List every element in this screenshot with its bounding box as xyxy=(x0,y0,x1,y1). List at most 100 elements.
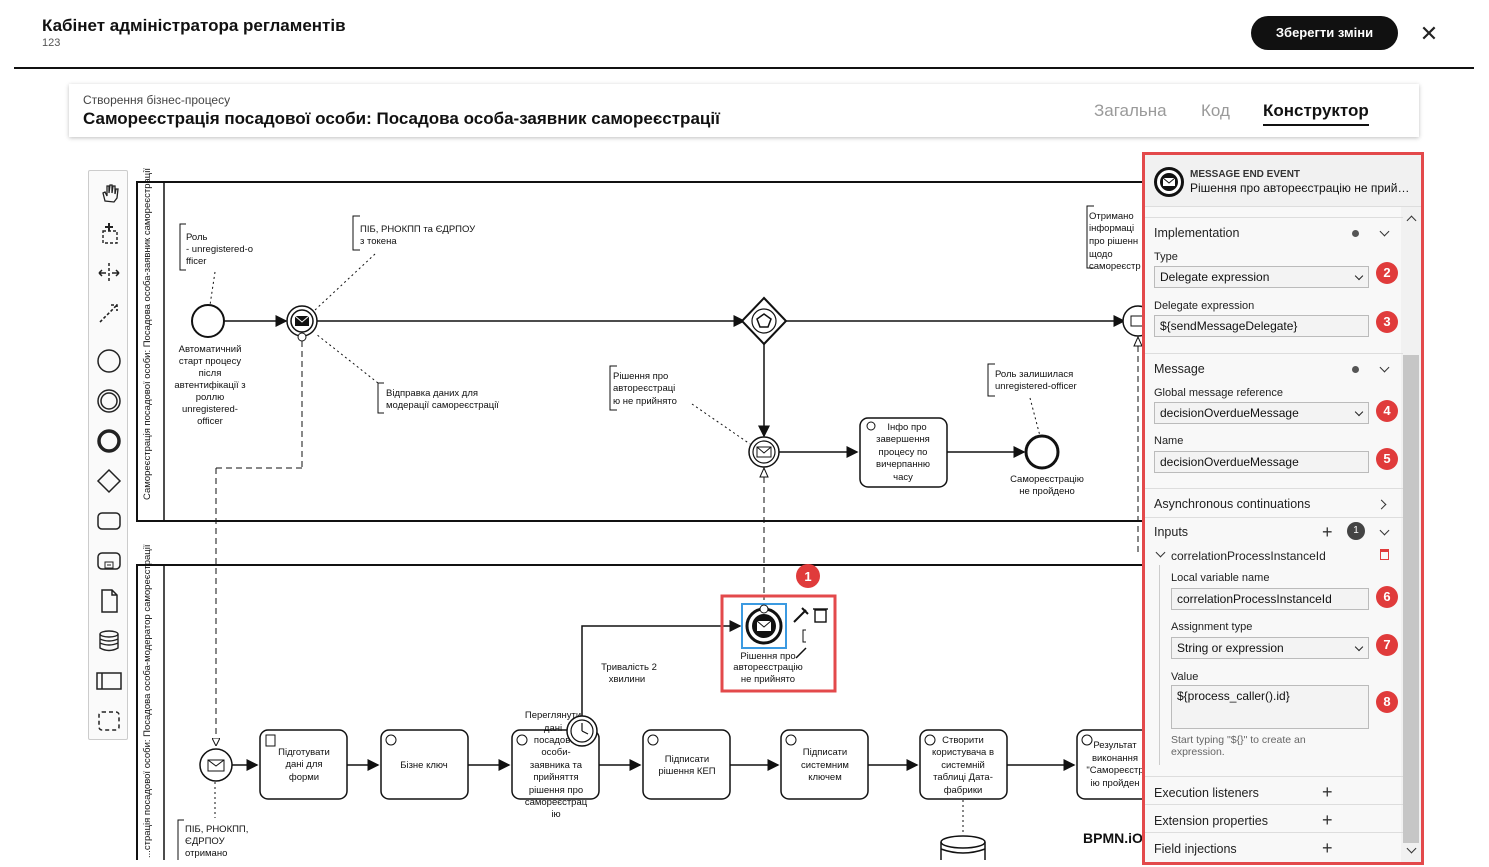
chevron-down-icon[interactable] xyxy=(1379,525,1390,536)
svg-text:користувача в: користувача в xyxy=(932,747,994,758)
data-store-icon[interactable] xyxy=(93,625,125,657)
pool-icon[interactable] xyxy=(93,665,125,697)
start-event[interactable] xyxy=(191,304,225,338)
lane-label-moderator: ...страція посадової особи: Посадова осо… xyxy=(142,544,153,858)
selected-message-end-event[interactable] xyxy=(720,594,837,693)
section-async-continuations[interactable]: Asynchronous continuations xyxy=(1154,497,1311,511)
lasso-tool-icon[interactable] xyxy=(93,217,125,249)
section-inputs[interactable]: Inputs xyxy=(1154,525,1189,539)
section-field-injections[interactable]: Field injections xyxy=(1154,842,1237,856)
add-extension-property-icon[interactable]: + xyxy=(1322,810,1333,830)
svg-text:автореєстрацію: автореєстрацію xyxy=(733,662,802,673)
properties-panel: MESSAGE END EVENT Рішення про автореєстр… xyxy=(1142,152,1424,865)
timer-boundary-event[interactable] xyxy=(566,715,598,747)
top-bar: Кабінет адміністратора регламентів 123 З… xyxy=(0,0,1489,69)
message-end-event-icon xyxy=(1154,167,1184,197)
message-name-input[interactable]: decisionOverdueMessage xyxy=(1154,451,1369,473)
expression-hint: Start typing "${}" to create an expressi… xyxy=(1171,734,1306,758)
task-info-timeout[interactable]: Інфо про завершення процесу по вичерпанн… xyxy=(859,417,948,488)
svg-text:Інфо про: Інфо про xyxy=(887,422,926,433)
annotation-decision[interactable]: Рішення про автореєстраці ю не прийнято xyxy=(609,365,751,445)
context-pad[interactable] xyxy=(793,607,828,659)
chevron-down-icon[interactable] xyxy=(1379,362,1390,373)
chevron-down-icon[interactable] xyxy=(1379,226,1390,237)
event-gateway[interactable] xyxy=(740,296,788,346)
svg-text:про рішенн: про рішенн xyxy=(1089,236,1138,247)
assignment-type-select[interactable]: String or expression xyxy=(1171,637,1369,659)
lane-label-applicant: Самореєстрація посадової особи: Посадова… xyxy=(142,168,153,500)
bottom-task-labels: Підготувати дані для форми Бізне ключ Пе… xyxy=(278,710,1143,820)
svg-text:Результат: Результат xyxy=(1093,740,1137,751)
task-icon[interactable] xyxy=(93,505,125,537)
svg-text:самореєстр: самореєстр xyxy=(1089,261,1141,272)
annotation-role[interactable]: Роль - unregistered-o fficer xyxy=(179,223,253,306)
svg-text:щодо: щодо xyxy=(1089,249,1113,260)
svg-text:самореєстрац: самореєстрац xyxy=(525,797,588,808)
section-implementation[interactable]: Implementation xyxy=(1154,226,1240,240)
save-changes-button[interactable]: Зберегти зміни xyxy=(1251,16,1398,50)
annotation-pib-token[interactable]: ПІБ, РНОКПП та ЄДРПОУ з токена xyxy=(314,215,476,311)
svg-text:старт процесу: старт процесу xyxy=(179,356,241,367)
send-message-event[interactable] xyxy=(286,305,318,342)
chevron-down-icon[interactable] xyxy=(1155,547,1166,558)
hand-tool-icon[interactable] xyxy=(93,177,125,209)
value-textarea[interactable]: ${process_caller().id} xyxy=(1171,685,1369,729)
type-select[interactable]: Delegate expression xyxy=(1154,266,1369,288)
input-item-name[interactable]: correlationProcessInstanceId xyxy=(1171,549,1326,563)
app-subtitle: 123 xyxy=(42,37,61,49)
tab-constructor[interactable]: Конструктор xyxy=(1263,101,1369,126)
local-variable-label: Local variable name xyxy=(1171,572,1270,584)
data-object-icon[interactable] xyxy=(93,585,125,617)
chevron-right-icon[interactable] xyxy=(1376,499,1387,510)
message-catch-event-decision[interactable] xyxy=(748,436,780,478)
intermediate-event-icon[interactable] xyxy=(93,385,125,417)
svg-text:отримано: отримано xyxy=(185,848,227,859)
add-input-icon[interactable]: + xyxy=(1322,522,1333,542)
svg-text:1: 1 xyxy=(804,569,811,584)
svg-text:посадової: посадової xyxy=(534,735,579,746)
message-start-event-moderator[interactable] xyxy=(199,748,233,782)
svg-text:не пройдено: не пройдено xyxy=(1019,486,1075,497)
tab-general[interactable]: Загальна xyxy=(1094,101,1167,120)
annotation-pib-received[interactable]: ПІБ, РНОКПП, ЄДРПОУ отримано xyxy=(177,782,248,860)
add-execution-listener-icon[interactable]: + xyxy=(1322,782,1333,802)
space-tool-icon[interactable] xyxy=(93,257,125,289)
start-event-icon[interactable] xyxy=(93,345,125,377)
local-variable-input[interactable]: correlationProcessInstanceId xyxy=(1171,588,1369,610)
callout-badge-4: 4 xyxy=(1376,400,1398,422)
svg-text:дані для: дані для xyxy=(285,759,322,770)
section-execution-listeners[interactable]: Execution listeners xyxy=(1154,786,1259,800)
svg-text:Створити: Створити xyxy=(942,735,984,746)
gateway-icon[interactable] xyxy=(93,465,125,497)
data-store[interactable] xyxy=(940,800,986,860)
svg-text:ію: ію xyxy=(551,809,560,820)
svg-text:Тривалість 2: Тривалість 2 xyxy=(601,662,657,673)
panel-scrollbar-thumb[interactable] xyxy=(1403,355,1419,843)
annotation-role-left[interactable]: Роль залишилася unregistered-officer xyxy=(987,363,1077,437)
section-message[interactable]: Message xyxy=(1154,362,1205,376)
delegate-expression-input[interactable]: ${sendMessageDelegate} xyxy=(1154,315,1369,337)
section-extension-properties[interactable]: Extension properties xyxy=(1154,814,1268,828)
header-divider xyxy=(14,67,1474,69)
connect-tool-icon[interactable] xyxy=(93,297,125,329)
svg-text:форми: форми xyxy=(289,772,319,783)
add-field-injection-icon[interactable]: + xyxy=(1322,838,1333,858)
svg-text:рішення КЕП: рішення КЕП xyxy=(658,766,715,777)
delete-input-icon[interactable] xyxy=(1380,549,1389,560)
end-event-icon[interactable] xyxy=(93,425,125,457)
annotation-received[interactable]: Отримано інформаці про рішенн щодо самор… xyxy=(1086,205,1141,272)
group-icon[interactable] xyxy=(93,705,125,737)
svg-text:Переглянути: Переглянути xyxy=(525,710,581,721)
bpmn-io-logo[interactable]: BPMN.iO xyxy=(1083,830,1143,846)
annotation-send-moderation[interactable]: Відправка даних для модерації самореєстр… xyxy=(315,333,499,414)
svg-text:автореєстраці: автореєстраці xyxy=(613,383,675,394)
end-event-not-passed[interactable] xyxy=(1024,434,1060,470)
svg-text:Роль залишилася: Роль залишилася xyxy=(995,369,1073,380)
subprocess-icon[interactable] xyxy=(93,545,125,577)
tab-code[interactable]: Код xyxy=(1201,101,1230,120)
pool-moderator[interactable]: ...страція посадової особи: Посадова осо… xyxy=(136,544,1157,860)
bottom-tasks[interactable] xyxy=(259,729,1158,800)
close-icon[interactable]: ✕ xyxy=(1419,21,1439,46)
global-message-ref-select[interactable]: decisionOverdueMessage xyxy=(1154,402,1369,424)
